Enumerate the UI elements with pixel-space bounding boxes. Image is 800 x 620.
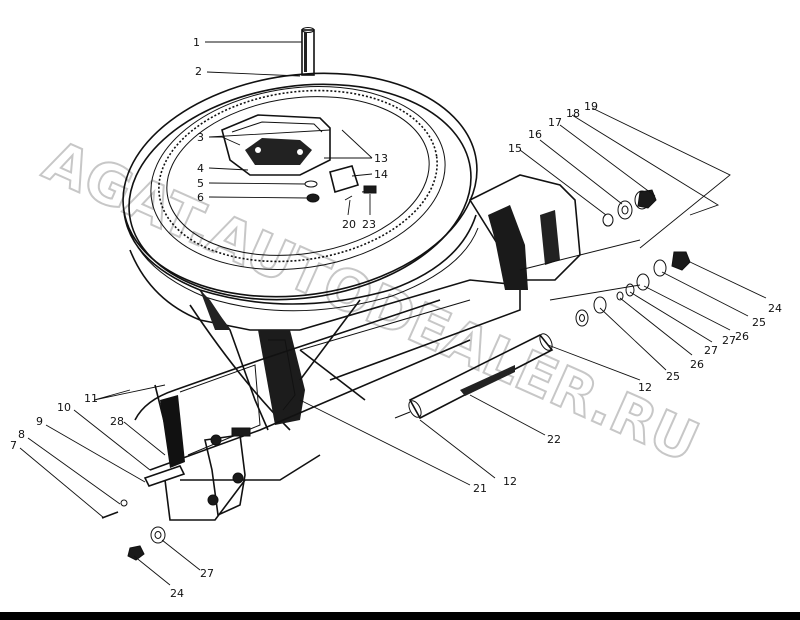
washer-5 — [304, 180, 318, 188]
callout-6: 6 — [197, 191, 204, 204]
callout-15: 15 — [508, 142, 522, 155]
callout-25-mid: 25 — [666, 370, 680, 383]
callout-10: 10 — [57, 401, 71, 414]
callout-4: 4 — [197, 162, 204, 175]
callout-20: 20 — [342, 218, 356, 231]
callout-3: 3 — [197, 131, 204, 144]
exploded-hardware — [101, 189, 691, 561]
pin-assembly — [394, 333, 554, 420]
callout-28: 28 — [110, 415, 124, 428]
callout-13: 13 — [374, 152, 388, 165]
callout-8: 8 — [18, 428, 25, 441]
callout-labels: 1 2 3 4 5 6 7 8 9 10 11 12 12 13 14 15 1… — [10, 36, 782, 600]
callout-14: 14 — [374, 168, 388, 181]
callout-1: 1 — [193, 36, 200, 49]
callout-11: 11 — [84, 392, 98, 405]
callout-27-mid: 27 — [704, 344, 718, 357]
callout-19: 19 — [584, 100, 598, 113]
callout-12-lower: 12 — [503, 475, 517, 488]
callout-22: 22 — [547, 433, 561, 446]
nut-6 — [306, 193, 320, 203]
bolt-23 — [363, 185, 377, 194]
slewing-ring — [122, 72, 479, 312]
watermark-text: AGAT.AUTODEALER.RU — [34, 128, 707, 475]
callout-17: 17 — [548, 116, 562, 129]
block-14 — [329, 165, 360, 194]
callout-21: 21 — [473, 482, 487, 495]
main-frame — [129, 174, 581, 521]
callout-7: 7 — [10, 439, 17, 452]
callout-5: 5 — [197, 177, 204, 190]
callout-12-upper: 12 — [638, 381, 652, 394]
callout-18: 18 — [566, 107, 580, 120]
callout-27-lower: 27 — [200, 567, 214, 580]
callout-2: 2 — [195, 65, 202, 78]
callout-26-right: 26 — [735, 330, 749, 343]
callout-9: 9 — [36, 415, 43, 428]
callout-27-right: 27 — [722, 334, 736, 347]
top-pin — [301, 27, 315, 76]
callout-24-lower: 24 — [170, 587, 184, 600]
callout-26-mid: 26 — [690, 358, 704, 371]
bottom-border — [0, 612, 800, 620]
callout-23: 23 — [362, 218, 376, 231]
bracket-plate — [221, 114, 331, 176]
callout-16: 16 — [528, 128, 542, 141]
callout-24-right: 24 — [768, 302, 782, 315]
callout-25-right: 25 — [752, 316, 766, 329]
leader-lines — [19, 41, 767, 586]
